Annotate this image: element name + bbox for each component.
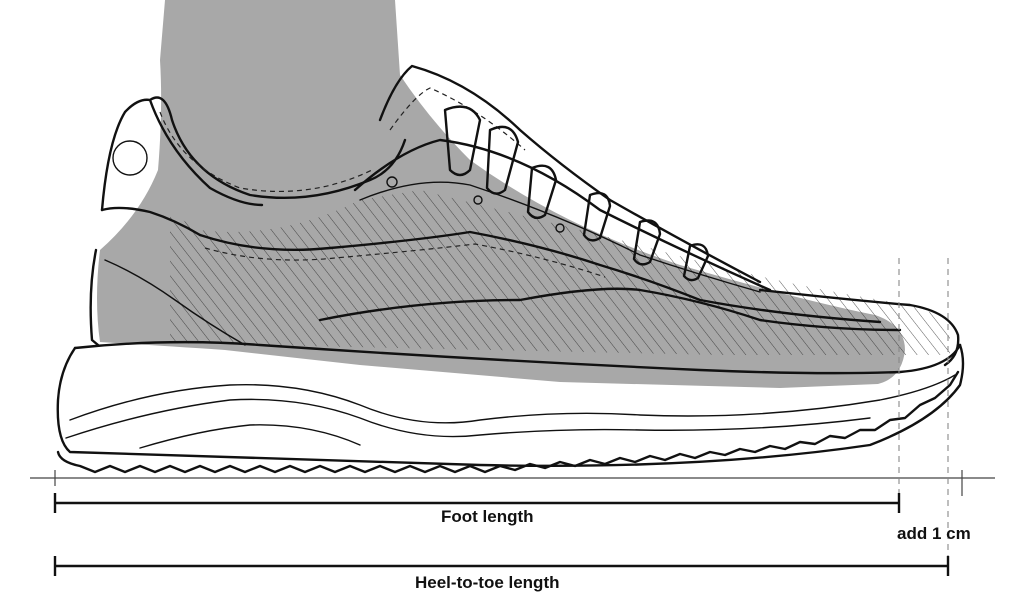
midsole-top (73, 340, 962, 375)
midfoot-panel (318, 287, 902, 332)
eyestay-lower (359, 181, 761, 293)
add-allowance-label: add 1 cm (897, 524, 971, 543)
foot-length-label: Foot length (441, 507, 534, 526)
midsole-wave-3 (139, 424, 361, 449)
outsole (56, 370, 960, 474)
laces (386, 105, 710, 282)
foot-length-measure (53, 493, 901, 513)
tongue (378, 64, 762, 284)
side-panel-stitch (204, 243, 606, 278)
collar-inner (148, 96, 407, 200)
heel-logo (112, 140, 148, 176)
heel-to-toe-measure (53, 556, 950, 576)
heel-panel (104, 259, 246, 346)
midsole-wave-2 (65, 398, 871, 439)
midsole-outline (56, 343, 965, 468)
midsole-wave-1 (69, 374, 956, 424)
collar-stitch (159, 111, 373, 192)
heel-counter (100, 206, 202, 237)
side-panel (198, 230, 882, 324)
upper-base (89, 248, 100, 347)
heel-to-toe-length-label: Heel-to-toe length (415, 573, 560, 592)
tongue-stitch (389, 87, 526, 151)
shoe-outline (56, 64, 965, 474)
